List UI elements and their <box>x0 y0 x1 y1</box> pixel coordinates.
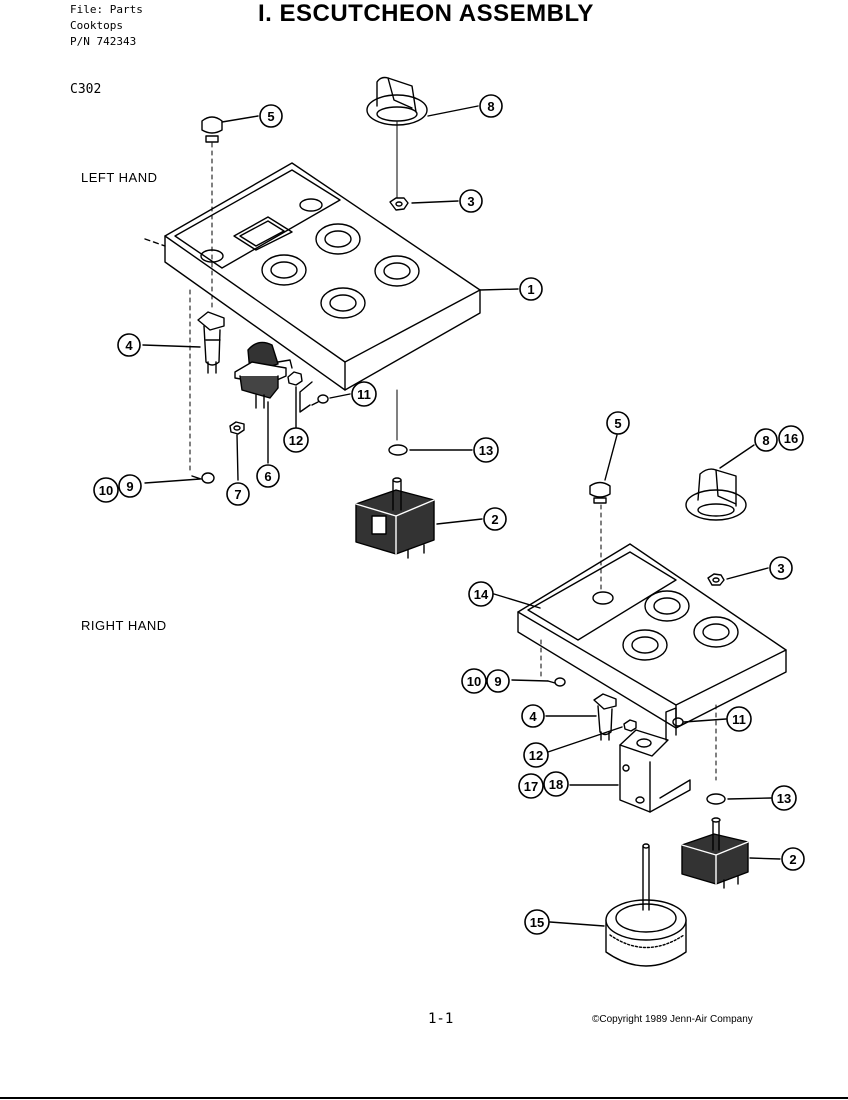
right-nut <box>707 573 725 586</box>
callout-number: 15 <box>530 915 544 930</box>
callout-right-10-9: 10 9 <box>461 668 510 694</box>
callout-number: 13 <box>777 791 791 806</box>
callout-number: 8 <box>762 433 769 448</box>
callout-left-10-9: 10 9 <box>93 474 142 503</box>
callout-number: 5 <box>267 109 274 124</box>
callout-left-7: 7 <box>226 482 250 506</box>
callout-left-6: 6 <box>256 464 280 488</box>
callout-number: 11 <box>357 387 371 402</box>
right-hand-label: RIGHT HAND <box>81 618 167 633</box>
callout-right-17-18: 17 18 <box>518 771 569 799</box>
left-hand-label: LEFT HAND <box>81 170 158 185</box>
left-switch <box>234 341 293 409</box>
callout-right-13: 13 <box>771 785 797 811</box>
callout-number: 18 <box>549 777 563 792</box>
right-escutcheon-panel <box>517 543 787 729</box>
callout-right-12: 12 <box>523 742 549 768</box>
callout-right-15: 15 <box>524 909 550 935</box>
file-info: File: Parts Cooktops P/N 742343 <box>70 2 143 50</box>
callout-left-5: 5 <box>259 104 283 128</box>
right-mounting-bracket <box>619 707 691 813</box>
callout-number: 10 <box>467 674 481 689</box>
callout-number: 1 <box>527 282 534 297</box>
left-screw-11 <box>311 394 329 406</box>
right-small-nut-12 <box>623 719 637 732</box>
callout-right-11: 11 <box>726 706 752 732</box>
callout-number: 5 <box>614 416 621 431</box>
callout-right-4: 4 <box>521 704 545 728</box>
callout-number: 13 <box>479 443 493 458</box>
callout-left-1: 1 <box>519 277 543 301</box>
left-small-nut-12 <box>287 371 303 386</box>
right-indicator-light-cap <box>589 481 611 504</box>
callout-left-4: 4 <box>117 333 141 357</box>
callout-number: 2 <box>491 512 498 527</box>
callout-left-12: 12 <box>283 427 309 453</box>
right-o-ring <box>706 793 726 805</box>
callout-right-8-16: 8 16 <box>754 425 804 452</box>
callout-left-8: 8 <box>479 94 503 118</box>
callout-number: 12 <box>289 433 303 448</box>
callout-number: 4 <box>529 709 537 724</box>
callout-number: 12 <box>529 748 543 763</box>
callout-number: 14 <box>474 587 489 602</box>
callout-number: 16 <box>784 431 798 446</box>
callout-right-2: 2 <box>781 847 805 871</box>
left-nut <box>389 197 409 211</box>
callout-number: 7 <box>234 487 241 502</box>
left-infinite-switch <box>355 477 435 559</box>
left-escutcheon-panel <box>164 162 481 391</box>
callout-right-14: 14 <box>468 581 494 607</box>
callout-number: 11 <box>732 712 746 727</box>
right-screw-9 <box>547 677 566 687</box>
right-screw-11 <box>672 717 684 727</box>
callout-number: 2 <box>789 852 796 867</box>
file-line: File: Parts <box>70 3 143 16</box>
file-line: Cooktops <box>70 19 123 32</box>
left-bracket-11 <box>299 381 313 413</box>
callout-left-2: 2 <box>483 507 507 531</box>
exploded-diagram: 5 8 3 1 4 11 12 13 6 7 10 9 2 5 8 16 3 1… <box>93 76 805 967</box>
callout-number: 6 <box>264 469 271 484</box>
left-indicator-light-cap <box>201 116 223 143</box>
callout-number: 9 <box>126 479 133 494</box>
callout-number: 8 <box>487 99 494 114</box>
right-simmer-control <box>605 843 687 967</box>
callout-number: 3 <box>467 194 474 209</box>
right-knob <box>685 468 747 521</box>
bottom-rule <box>0 1097 848 1099</box>
right-infinite-switch <box>681 817 749 889</box>
callout-number: 10 <box>99 483 113 498</box>
right-lamp-socket <box>593 693 617 741</box>
left-washer-7 <box>229 421 245 435</box>
copyright-notice: ©Copyright 1989 Jenn-Air Company <box>592 1014 753 1025</box>
callout-number: 17 <box>524 779 538 794</box>
file-line: P/N 742343 <box>70 35 137 48</box>
left-screw-9 <box>191 472 215 484</box>
page-number: 1-1 <box>428 1011 454 1027</box>
callout-left-3: 3 <box>459 189 483 213</box>
callout-number: 3 <box>777 561 784 576</box>
left-knob <box>366 76 428 126</box>
page-title: I. ESCUTCHEON ASSEMBLY <box>258 0 594 27</box>
callout-number: 4 <box>125 338 133 353</box>
callout-number: 9 <box>494 674 501 689</box>
callout-right-3: 3 <box>769 556 793 580</box>
left-o-ring <box>388 444 408 456</box>
left-lamp-socket <box>197 311 225 374</box>
callout-left-13: 13 <box>473 437 499 463</box>
model-number: C302 <box>70 82 102 97</box>
callout-right-5: 5 <box>606 411 630 435</box>
callout-left-11: 11 <box>351 381 377 407</box>
